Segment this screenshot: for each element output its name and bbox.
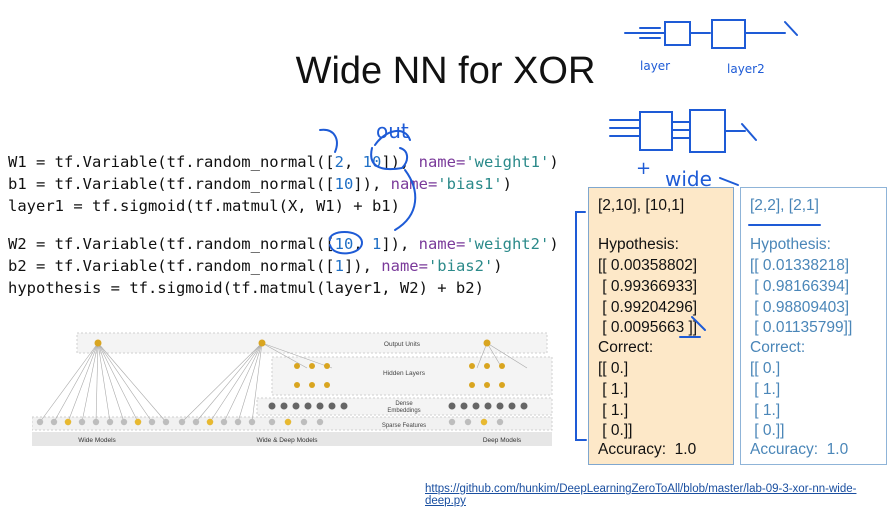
code-line-layer1: layer1 = tf.sigmoid(tf.matmul(X, W1) + b… xyxy=(8,197,400,215)
wide-deep-diagram: Output Units Hidden Layers Dense Embeddi… xyxy=(32,332,553,446)
output-node xyxy=(483,339,491,347)
dense-embeddings-label-2: Embeddings xyxy=(387,408,420,414)
two-layer-sketch xyxy=(624,19,798,49)
wide-layer-sketch xyxy=(609,109,757,153)
accuracy-text: Accuracy: 1.0 xyxy=(598,441,697,458)
svg-text:+: + xyxy=(636,158,651,179)
sparse-features-label: Sparse Features xyxy=(382,423,426,429)
hypothesis-value: [[ 0.01338218] xyxy=(750,257,850,274)
slide-title: Wide NN for XOR xyxy=(295,50,596,92)
correct-value: [[ 0.] xyxy=(750,360,781,377)
code-line-w2: W2 = tf.Variable(tf.random_normal([10, 1… xyxy=(8,235,559,253)
dense-embeddings-label: Dense xyxy=(395,401,413,407)
code-line-b2: b2 = tf.Variable(tf.random_normal([1]), … xyxy=(8,257,503,275)
hidden-layers-label: Hidden Layers xyxy=(383,370,426,377)
output-units-label: Output Units xyxy=(384,341,421,348)
correct-value: [ 1.] xyxy=(598,381,629,398)
correct-value: [ 1.] xyxy=(750,402,781,419)
annotation-out: out xyxy=(376,119,409,143)
wide-models-label: Wide Models xyxy=(78,437,116,444)
hypothesis-value: [ 0.98166394] xyxy=(750,278,850,295)
github-link[interactable]: https://github.com/hunkim/DeepLearningZe… xyxy=(425,483,857,507)
correct-value: [[ 0.] xyxy=(598,360,629,377)
hypothesis-value: [ 0.99204296] xyxy=(598,299,698,316)
panel-shape: [2,10], [10,1] xyxy=(598,197,685,214)
output-node xyxy=(258,339,266,347)
code-line-w1: W1 = tf.Variable(tf.random_normal([2, 10… xyxy=(8,153,559,171)
result-panel-narrow: [2,2], [2,1] Hypothesis: [[ 0.01338218] … xyxy=(740,187,887,465)
correct-value: [ 0.]] xyxy=(750,422,785,439)
correct-value: [ 0.]] xyxy=(598,422,633,439)
correct-value: [ 1.] xyxy=(598,402,629,419)
correct-value: [ 1.] xyxy=(750,381,781,398)
hypothesis-value: [ 0.0095663 ]] xyxy=(598,319,698,336)
hypothesis-label: Hypothesis: xyxy=(598,236,679,253)
accuracy-text: Accuracy: 1.0 xyxy=(750,441,849,458)
wide-deep-models-label: Wide & Deep Models xyxy=(256,437,318,444)
correct-label: Correct: xyxy=(750,339,806,356)
hypothesis-value: [ 0.99366933] xyxy=(598,278,698,295)
embeddings-band xyxy=(256,397,553,416)
panel-shape: [2,2], [2,1] xyxy=(750,197,819,214)
hypothesis-value: [ 0.98809403] xyxy=(750,299,850,316)
output-units-band xyxy=(76,332,548,354)
code-line-hypothesis: hypothesis = tf.sigmoid(tf.matmul(layer1… xyxy=(8,279,484,297)
hypothesis-value: [ 0.01135799]] xyxy=(750,319,853,336)
hypothesis-label: Hypothesis: xyxy=(750,236,831,253)
output-node xyxy=(94,339,102,347)
deep-models-label: Deep Models xyxy=(483,437,522,444)
code-line-b1: b1 = tf.Variable(tf.random_normal([10]),… xyxy=(8,175,512,193)
correct-label: Correct: xyxy=(598,339,654,356)
label-bar xyxy=(32,432,552,446)
result-panel-wide: [2,10], [10,1] Hypothesis: [[ 0.00358802… xyxy=(588,187,734,465)
sparse-band xyxy=(32,416,553,431)
hypothesis-value: [[ 0.00358802] xyxy=(598,257,698,274)
